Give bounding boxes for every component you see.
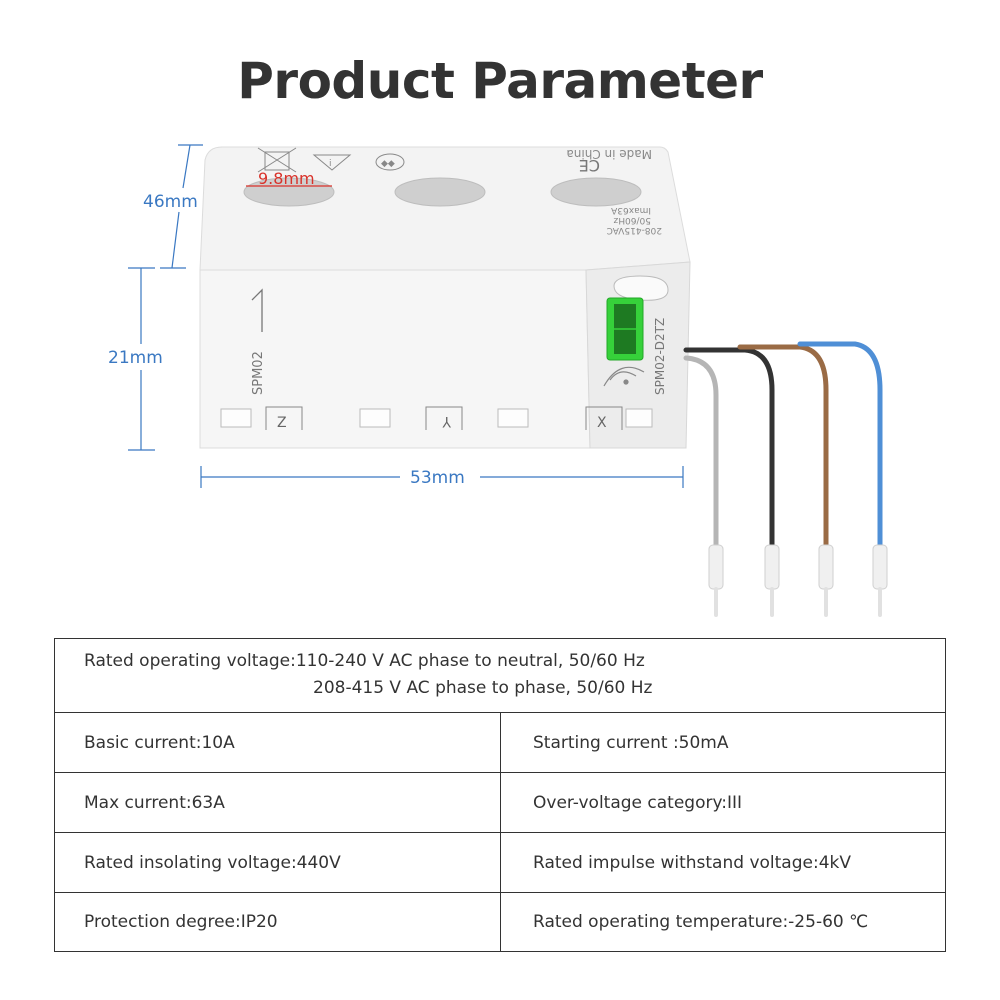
phase-label-x: X (597, 415, 607, 431)
certification-icon: ◆◆ (375, 153, 405, 171)
rating-line-2: 50/60Hz (613, 215, 651, 225)
svg-text:i: i (329, 159, 332, 169)
phase-number-glyph (251, 288, 263, 332)
spec-max-current: Max current:63A (55, 773, 501, 832)
spec-starting-current: Starting current :50mA (533, 732, 729, 753)
dimension-depth: 46mm (143, 144, 203, 269)
ce-mark: CE (579, 156, 600, 175)
model-variant-label: SPM02-D2TZ (653, 318, 667, 395)
hole-diameter-label: 9.8mm (258, 169, 315, 188)
wire-blue (797, 341, 888, 617)
dimension-height: 21mm (108, 267, 163, 451)
spec-row: Protection degree:IP20 Rated operating t… (55, 893, 945, 951)
latch-1 (220, 408, 252, 428)
latch-3 (497, 408, 529, 428)
spec-overvoltage-category: Over-voltage category:III (533, 792, 743, 813)
spec-operating-temperature: Rated operating temperature:-25-60 ℃ (533, 912, 869, 932)
spec-protection-degree: Protection degree:IP20 (55, 893, 501, 951)
rating-line-1: 208-415VAC (607, 225, 662, 235)
page-title: Product Parameter (237, 52, 763, 110)
svg-text:◆◆: ◆◆ (381, 159, 395, 169)
spec-row: Basic current:10A Starting current :50mA (55, 713, 945, 773)
made-in-label: Made in China (566, 147, 652, 161)
rating-line-3: Imax63A (610, 205, 651, 215)
rated-voltage-line-1: Rated operating voltage:110-240 V AC pha… (84, 651, 645, 671)
spec-table: Rated operating voltage:110-240 V AC pha… (54, 638, 946, 952)
spec-row: Max current:63A Over-voltage category:II… (55, 773, 945, 833)
spec-row: Rated insolating voltage:440V Rated impu… (55, 833, 945, 893)
depth-label: 46mm (143, 192, 198, 212)
latch-2 (359, 408, 391, 428)
phase-label-z: Z (277, 415, 287, 431)
reset-button-cap (613, 275, 669, 301)
hole-2 (394, 177, 486, 207)
wire-black (683, 347, 780, 617)
warning-info-icon: i (312, 154, 352, 171)
hole-1 (243, 177, 335, 207)
rated-voltage-line-2: 208-415 V AC phase to phase, 50/60 Hz (313, 678, 653, 698)
model-label: SPM02 (251, 351, 266, 395)
spec-row-voltage: Rated operating voltage:110-240 V AC pha… (55, 639, 945, 713)
wire-brown (737, 344, 834, 617)
height-label: 21mm (108, 348, 163, 368)
latch-4 (625, 408, 653, 428)
width-label: 53mm (410, 468, 465, 488)
wire-gray (683, 355, 724, 617)
spec-insolating-voltage: Rated insolating voltage:440V (55, 833, 501, 892)
hole-3 (550, 177, 642, 207)
wireless-icon (603, 366, 645, 387)
device-diagram: 46mm 21mm 53mm 9.8mm i ◆◆ CE Made in Chi… (108, 144, 888, 617)
dimension-width: 53mm (200, 466, 684, 488)
weee-bin-icon (257, 147, 297, 173)
spec-basic-current: Basic current:10A (55, 713, 501, 772)
phase-label-y: Y (442, 413, 452, 429)
rating-lines: 208-415VAC 50/60Hz Imax63A (607, 205, 662, 235)
spec-impulse-voltage: Rated impulse withstand voltage:4kV (533, 852, 851, 873)
